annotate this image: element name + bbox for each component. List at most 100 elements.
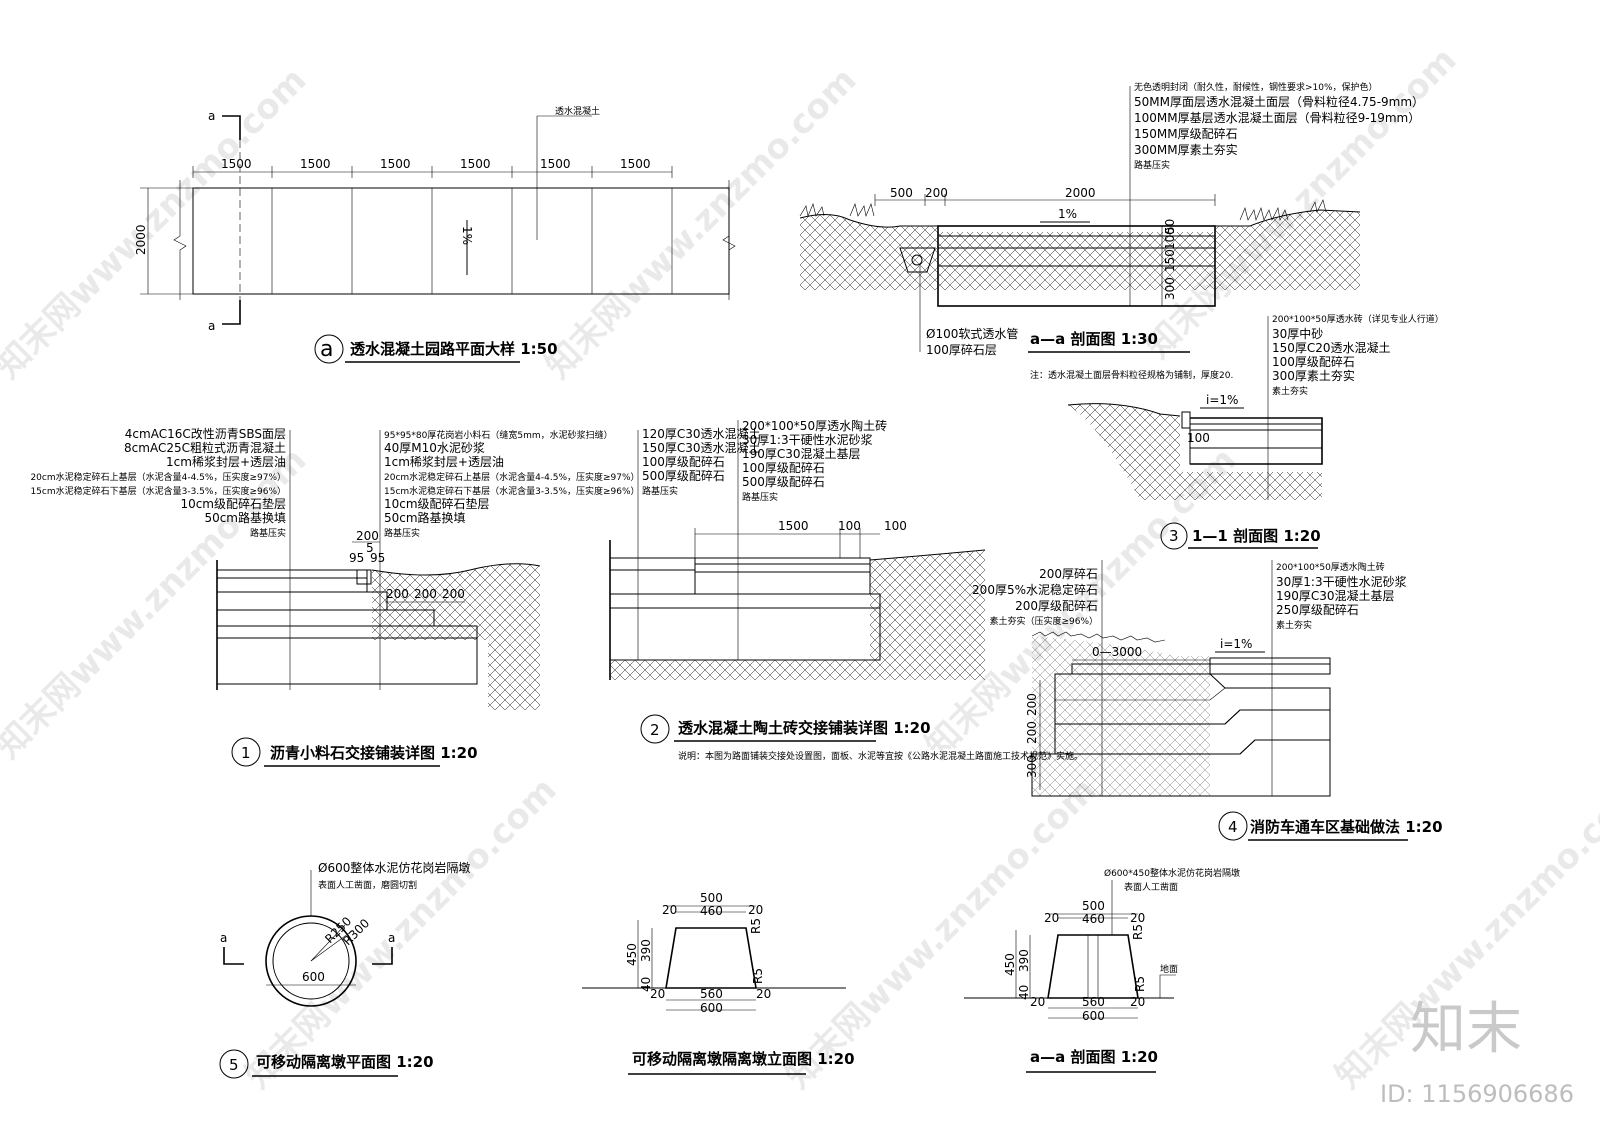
dim-label: 200 — [414, 587, 437, 601]
dim-label: 20 — [650, 987, 665, 1001]
dim-label: 300 — [1163, 277, 1177, 300]
section-mark: a — [208, 319, 215, 333]
dim-label: 100 — [884, 519, 907, 533]
layer-label: 100厚级配碎石 — [742, 460, 825, 475]
layer-label: 路基压实 — [742, 491, 778, 503]
drawing-title: 沥青小料石交接铺装详图 1:20 — [270, 744, 478, 762]
layer-label: 素土夯实 — [1272, 385, 1308, 397]
layer-label: 120厚C30透水混凝土 — [642, 426, 761, 441]
layer-label: 300MM厚素土夯实 — [1134, 142, 1238, 157]
layer-label: 30厚中砂 — [1272, 326, 1323, 341]
detail-note: 说明：本图为路面铺装交接处设置图，面板、水泥等宜按《公路水泥混凝土路面施工技术规… — [678, 750, 1083, 762]
dim-label: 40 — [1017, 985, 1031, 1000]
layer-label: 200*100*50厚透水砖（详见专业人行道） — [1272, 313, 1444, 325]
brand-logo: 知末 ID: 1156906686 — [1380, 997, 1574, 1108]
slope-label: i=1% — [1206, 393, 1238, 407]
ground-label: 地面 — [1160, 963, 1178, 975]
drawing-title: 透水混凝土陶土砖交接铺装详图 1:20 — [678, 719, 931, 737]
layer-label: 500厚级配碎石 — [742, 474, 825, 489]
layer-label: 50cm路基换填 — [384, 510, 466, 525]
section-aa-top: 500 200 2000 1% 50 100 150 300 无色透明封闭（耐久… — [799, 81, 1424, 381]
detail-3: i=1% 100 200*100*50厚透水砖（详见专业人行道） 30厚中砂 1… — [1067, 313, 1444, 550]
layer-label: 素土夯实（压实度≥96%） — [989, 615, 1098, 627]
drawing-title: 消防车通车区基础做法 1:20 — [1250, 818, 1443, 836]
layer-label: 150厚C20透水混凝土 — [1272, 340, 1391, 355]
dim-label: 300 — [1025, 755, 1039, 778]
dim-label: 500 — [890, 186, 913, 200]
detail-note: Ø600*450整体水泥仿花岗岩隔墩 — [1104, 867, 1240, 879]
layer-label: 1cm稀浆封层+透层油 — [166, 454, 286, 469]
detail-number: 4 — [1228, 818, 1238, 836]
layer-label: 200*100*50厚透水陶土砖 — [1276, 561, 1385, 573]
layer-label: 250厚级配碎石 — [1276, 602, 1359, 617]
dim-label: 200 — [1025, 693, 1039, 716]
layer-label: 路基压实 — [1134, 159, 1170, 171]
layer-label: 15cm水泥稳定碎石下基层（水泥含量3-3.5%，压实度≥96%） — [30, 485, 286, 497]
drawing-title: a—a 剖面图 1:30 — [1030, 330, 1158, 348]
layer-label: 4cmAC16C改性沥青SBS面层 — [125, 427, 286, 441]
dim-label: 2000 — [134, 224, 148, 255]
dim-label: 20 — [1030, 995, 1045, 1009]
layer-label: 200厚5%水泥稳定碎石 — [972, 582, 1098, 597]
layer-label: 路基压实 — [642, 485, 678, 497]
layer-label: 95*95*80厚花岗岩小料石（缝宽5mm，水泥砂浆扫缝） — [384, 429, 613, 441]
dim-label: 560 — [1082, 995, 1105, 1009]
barrier-elevation: 500 20 460 20 R5 450 390 40 R5 20 560 20… — [582, 891, 855, 1075]
slope-label: 1% — [1058, 207, 1077, 221]
dim-label: 460 — [700, 904, 723, 918]
dim-label: 450 — [625, 943, 639, 966]
layer-label: 40厚M10水泥砂浆 — [384, 440, 485, 455]
layer-label: 20cm水泥稳定碎石上基层（水泥含量4-4.5%，压实度≥97%） — [30, 471, 286, 483]
dim-label: 500 — [700, 891, 723, 905]
detail-4: 200 200 300 0—3000 i=1% 200厚碎石 200厚5%水泥稳… — [972, 560, 1443, 841]
range-label: 0—3000 — [1092, 645, 1142, 659]
dim-label: R5 — [751, 968, 765, 984]
dim-label: 600 — [700, 1001, 723, 1015]
drawing-title: a—a 剖面图 1:20 — [1030, 1048, 1158, 1066]
layer-label: 200厚级配碎石 — [1015, 598, 1098, 613]
section-note: 注：透水混凝土面层骨料粒径规格为铺制，厚度20. — [1030, 369, 1233, 381]
detail-note: 表面人工凿面，磨圆切割 — [318, 879, 417, 891]
layer-label: 300厚素土夯实 — [1272, 368, 1355, 383]
dim-label: 200 — [1025, 721, 1039, 744]
dim-label: 560 — [700, 987, 723, 1001]
slope-label: 1% — [460, 226, 474, 245]
dim-label: 100 — [1163, 227, 1177, 250]
drawing-title: 透水混凝土园路平面大样 1:50 — [350, 340, 558, 358]
dim-label: 1500 — [300, 157, 331, 171]
section-mark: a — [388, 931, 395, 945]
layer-label: 150厚C30透水混凝土 — [642, 440, 761, 455]
dim-label: 1500 — [460, 157, 491, 171]
dim-label: 5 — [366, 541, 374, 555]
dim-label: 460 — [1082, 912, 1105, 926]
dim-label: 50 — [1163, 219, 1177, 234]
layer-label: 路基压实 — [384, 527, 420, 539]
dim-label: 1500 — [540, 157, 571, 171]
detail-5: 600 R250 R300 a a Ø600整体水泥仿花岗岩隔墩 表面人工凿面，… — [219, 860, 470, 1079]
detail-number: 3 — [1169, 527, 1179, 545]
detail-note: Ø600整体水泥仿花岗岩隔墩 — [318, 860, 470, 875]
detail-number: 2 — [650, 721, 660, 739]
layer-label: 素土夯实 — [1276, 619, 1312, 631]
detail-number: 1 — [241, 744, 251, 762]
dim-label: 100 — [1187, 431, 1210, 445]
layer-label: 8cmAC25C粗粒式沥青混凝土 — [124, 440, 286, 455]
material-note: 透水混凝土 — [555, 105, 600, 117]
dim-label: 2000 — [1065, 186, 1096, 200]
watermark-text: 知末网www.znzmo.com — [238, 770, 564, 1096]
layer-label: 500厚级配碎石 — [642, 468, 725, 483]
layer-label: 10cm级配碎石垫层 — [180, 496, 286, 511]
detail-number: 5 — [229, 1056, 239, 1074]
section-mark: a — [220, 931, 227, 945]
dim-label: 200 — [386, 587, 409, 601]
section-aa-bottom: 地面 Ø600*450整体水泥仿花岗岩隔墩 表面人工凿面 500 20 460 … — [964, 867, 1240, 1073]
layer-label: 10cm级配碎石垫层 — [384, 496, 490, 511]
dim-label: 1500 — [620, 157, 651, 171]
drawing-title: 可移动隔离墩隔离墩立面图 1:20 — [632, 1050, 855, 1068]
layer-label: 50cm路基换填 — [204, 510, 286, 525]
dim-label: 20 — [1044, 911, 1059, 925]
pipe-note: 100厚碎石层 — [926, 342, 997, 357]
layer-label: 190厚C30混凝土基层 — [1276, 588, 1395, 603]
layer-label: 20cm水泥稳定碎石上基层（水泥含量4-4.5%，压实度≥97%） — [384, 471, 640, 483]
dim-label: 390 — [639, 939, 653, 962]
